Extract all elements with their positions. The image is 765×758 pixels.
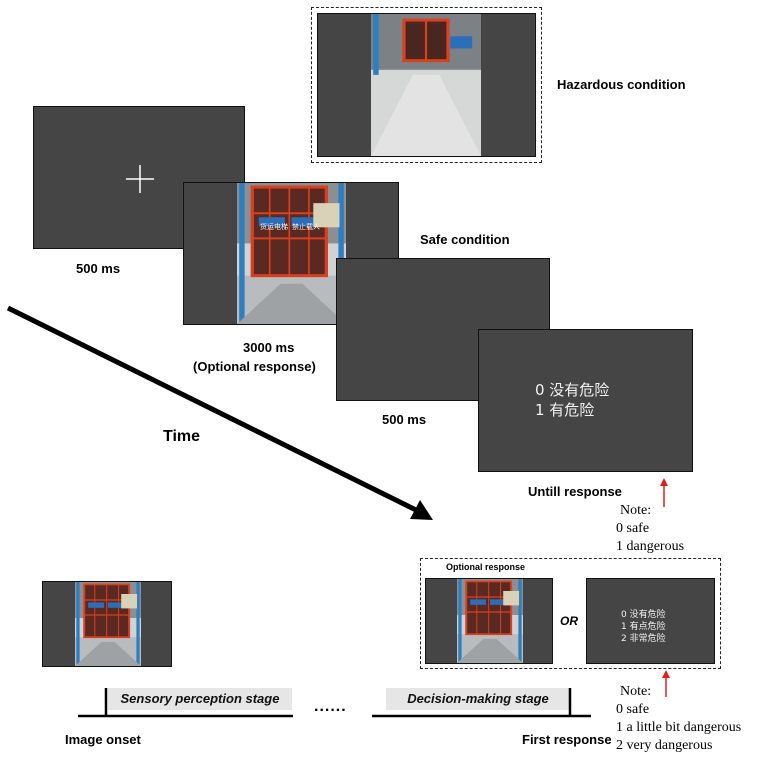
scale-option-1: 1 有点危险 xyxy=(621,622,666,632)
response-option-0: 0 没有危险 xyxy=(535,381,610,399)
timeline xyxy=(78,688,591,718)
safe-condition-label: Safe condition xyxy=(420,232,510,247)
bottom-image-screen xyxy=(425,578,553,664)
image-onset-label: Image onset xyxy=(65,732,141,747)
time-arrow xyxy=(6,305,433,520)
note-bottom-title: Note: xyxy=(620,684,652,699)
note-top-line1: 0 safe xyxy=(616,521,650,536)
bottom-onset-photo xyxy=(75,582,141,666)
optional-response-title: Optional response xyxy=(446,562,526,572)
note-bottom-line1: 0 safe xyxy=(616,702,650,717)
hazardous-photo xyxy=(371,14,481,156)
bottom-scale-screen: 0 没有危险 1 有点危险 2 非常危险 xyxy=(586,578,715,664)
bottom-onset-screen xyxy=(42,581,172,667)
scale-option-0: 0 没有危险 xyxy=(621,610,666,620)
timeline-dots: ...... xyxy=(314,698,347,715)
response-option-1: 1 有危险 xyxy=(535,401,595,419)
note-bottom-line3: 2 very dangerous xyxy=(616,738,713,753)
note-top-title: Note: xyxy=(620,503,652,518)
first-response-label: First response xyxy=(522,732,612,747)
optional-response-label: (Optional response) xyxy=(193,359,316,374)
decision-stage-box: Decision-making stage xyxy=(386,688,570,710)
image-duration-label: 3000 ms xyxy=(243,340,295,355)
bottom-image-photo xyxy=(457,579,523,663)
note-bottom-line2: 1 a little bit dangerous xyxy=(616,720,742,735)
red-arrow-bottom-icon xyxy=(662,670,670,697)
response-screen: 0 没有危险 1 有危险 xyxy=(478,329,693,472)
red-arrow-top-icon xyxy=(660,478,668,507)
sign-right: 禁止载人 xyxy=(292,223,320,231)
blank-duration-label: 500 ms xyxy=(382,412,427,427)
hazardous-condition-label: Hazardous condition xyxy=(557,77,686,92)
sensory-stage-box: Sensory perception stage xyxy=(108,688,292,710)
or-label: OR xyxy=(560,614,578,628)
hazardous-frame xyxy=(311,7,542,163)
sign-left: 货运电梯 xyxy=(260,223,288,231)
fixation-duration-label: 500 ms xyxy=(76,261,121,276)
fixation-cross-icon xyxy=(126,165,154,193)
until-response-label: Untill response xyxy=(528,484,622,499)
hazardous-screen xyxy=(317,13,536,157)
note-top-line2: 1 dangerous xyxy=(616,539,685,554)
scale-option-2: 2 非常危险 xyxy=(621,634,666,644)
time-label: Time xyxy=(163,428,201,445)
decision-frame xyxy=(420,558,721,669)
